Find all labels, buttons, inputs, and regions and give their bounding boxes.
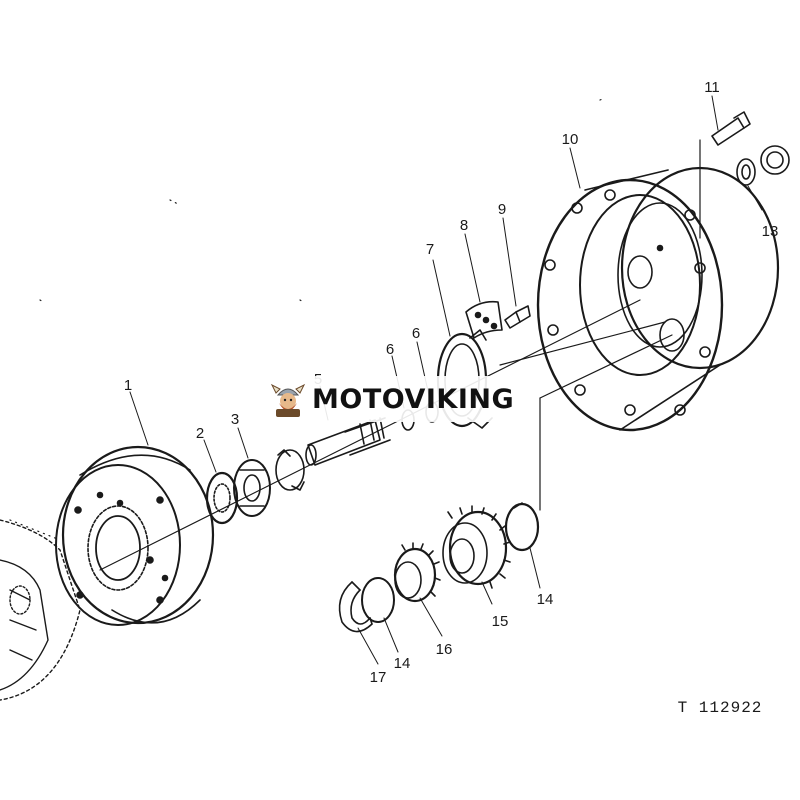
adjacent-assembly-outline <box>0 519 81 701</box>
part-8-segment-plate <box>465 300 503 339</box>
callout-2: 2 <box>196 425 204 442</box>
part-14-retaining-rings <box>361 502 540 623</box>
brand-watermark: MOTOVIKING <box>262 376 534 422</box>
part-10-housing <box>536 166 780 432</box>
callout-10: 10 <box>562 131 579 148</box>
callout-9: 9 <box>498 201 506 218</box>
callout-7: 7 <box>426 241 434 258</box>
callout-6b: 6 <box>412 325 420 342</box>
part-5-splined-shaft <box>305 417 391 466</box>
callout-8: 8 <box>460 217 468 234</box>
callout-14a: 14 <box>537 591 554 608</box>
callout-3: 3 <box>231 411 239 428</box>
part-12-plug <box>760 145 790 175</box>
part-2-thrust-washer <box>205 471 239 525</box>
callout-6a: 6 <box>386 341 394 358</box>
callout-15: 15 <box>492 613 509 630</box>
brand-name: MOTOVIKING <box>312 383 515 415</box>
part-15-spur-gear <box>442 505 511 589</box>
callout-13: 13 <box>762 223 779 240</box>
callout-16: 16 <box>436 641 453 658</box>
callout-14b: 14 <box>394 655 411 672</box>
viking-mascot-icon <box>270 383 306 417</box>
part-17-circlip <box>338 581 373 633</box>
assembly-centerlines <box>9 97 701 571</box>
part-13-washer <box>736 158 756 186</box>
part-11-bolt <box>711 111 751 146</box>
callout-1: 1 <box>124 377 132 394</box>
part-1-ring-gear-hub <box>55 445 215 626</box>
part-16-planet-gear <box>393 542 441 603</box>
callout-11: 11 <box>704 79 720 96</box>
callout-17: 17 <box>370 669 387 686</box>
part-3-lock-plate <box>233 459 271 517</box>
leader-lines <box>129 95 763 665</box>
part-4-tab-washer <box>275 449 305 491</box>
drawing-reference-number: T 112922 <box>678 699 763 717</box>
callout-labels: 1 2 3 5 6 6 7 8 9 10 11 13 14 14 15 16 1… <box>124 79 779 717</box>
part-9-bolt <box>504 305 531 329</box>
